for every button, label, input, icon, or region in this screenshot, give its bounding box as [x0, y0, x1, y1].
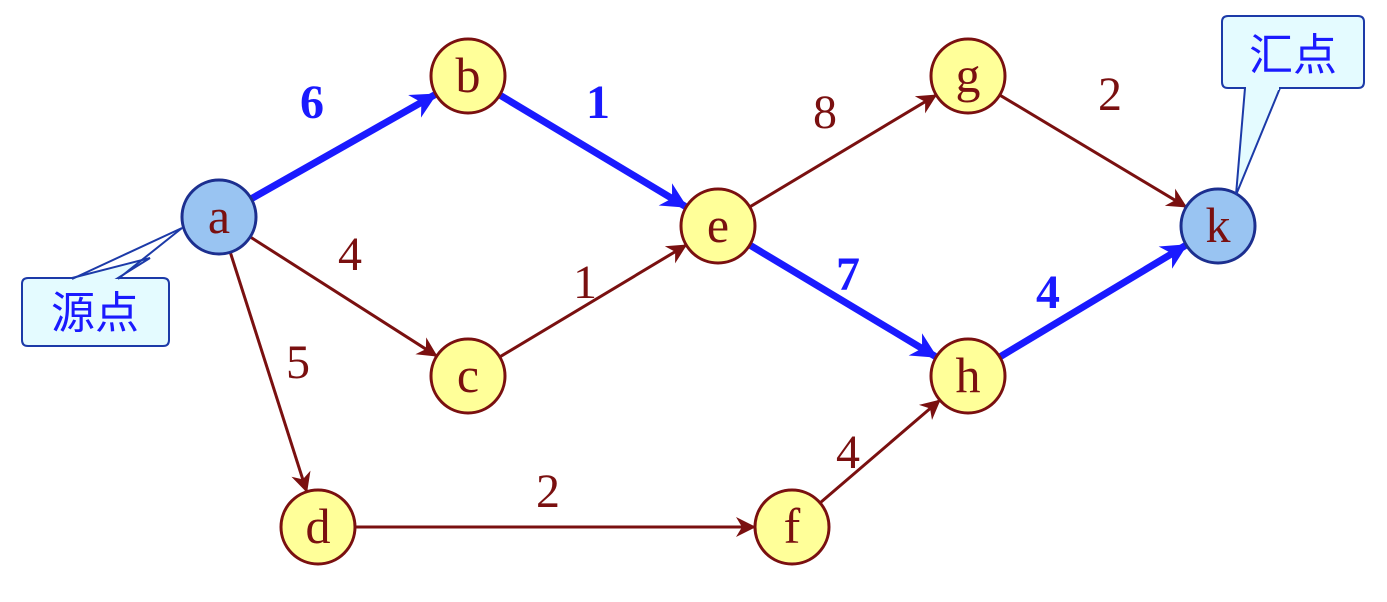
- node-circle-a: [180, 178, 258, 256]
- edge-a-b: 6: [249, 76, 438, 202]
- node-d: d: [279, 488, 357, 566]
- node-c: c: [429, 337, 507, 415]
- edge-line-g-k: [998, 93, 1188, 208]
- node-circle-c: [429, 337, 507, 415]
- edge-line-f-h: [819, 399, 941, 505]
- node-circle-k: [1179, 187, 1257, 265]
- edge-weight-g-k: 2: [1098, 68, 1122, 121]
- node-label-a: a: [208, 188, 230, 244]
- edge-line-h-k: [997, 242, 1188, 360]
- source-callout-box: [21, 257, 170, 347]
- edge-weight-a-d: 5: [286, 336, 310, 389]
- edge-weight-e-h: 7: [836, 248, 860, 301]
- edge-weight-f-h: 4: [836, 426, 860, 479]
- node-k: k: [1179, 187, 1257, 265]
- node-circle-e: [679, 187, 757, 265]
- edge-weight-b-e: 1: [586, 76, 610, 129]
- edge-d-f: 2: [355, 465, 756, 537]
- edge-e-h: 7: [747, 242, 938, 360]
- edge-line-e-g: [748, 94, 938, 209]
- edge-b-e: 1: [497, 76, 688, 210]
- node-a: a: [180, 178, 258, 256]
- node-circle-b: [429, 37, 507, 115]
- node-label-b: b: [456, 47, 481, 103]
- sink-callout-label: 汇点: [1249, 30, 1337, 81]
- edge-c-e: 1: [498, 244, 688, 359]
- node-e: e: [679, 187, 757, 265]
- edge-g-k: 2: [998, 68, 1188, 208]
- edge-line-b-e: [497, 92, 688, 210]
- node-label-d: d: [306, 498, 331, 554]
- edge-line-e-h: [747, 242, 938, 360]
- edge-line-a-c: [249, 235, 438, 357]
- edge-f-h: 4: [819, 399, 941, 505]
- edge-weight-a-c: 4: [338, 228, 362, 281]
- edge-weight-e-g: 8: [813, 86, 837, 139]
- node-f: f: [753, 488, 831, 566]
- edge-weight-d-f: 2: [536, 465, 560, 518]
- node-g: g: [929, 37, 1007, 115]
- node-circle-g: [929, 37, 1007, 115]
- edge-a-c: 4: [249, 228, 438, 357]
- sink-callout-box: [1221, 15, 1365, 89]
- node-circle-h: [929, 337, 1007, 415]
- node-h: h: [929, 337, 1007, 415]
- nodes-layer: a b c d e f g h k: [180, 37, 1257, 566]
- callouts-layer: 源点 汇点: [21, 15, 1365, 347]
- edges-layer: 6 4 5 1 1 2 8 7 4 2 4: [228, 68, 1188, 537]
- edge-weight-c-e: 1: [573, 256, 597, 309]
- node-label-h: h: [956, 347, 981, 403]
- edge-e-g: 8: [748, 86, 938, 209]
- node-circle-f: [753, 488, 831, 566]
- sink-callout: 汇点: [1221, 15, 1365, 196]
- source-callout: 源点: [21, 227, 183, 347]
- edge-weight-a-b: 6: [300, 76, 324, 129]
- edge-h-k: 4: [997, 242, 1188, 360]
- node-label-f: f: [784, 498, 801, 554]
- node-b: b: [429, 37, 507, 115]
- edge-weight-h-k: 4: [1036, 266, 1060, 319]
- node-circle-d: [279, 488, 357, 566]
- edge-line-a-b: [249, 91, 438, 202]
- edge-line-a-d: [228, 251, 311, 493]
- source-callout-label: 源点: [51, 288, 139, 339]
- node-label-e: e: [707, 197, 729, 253]
- node-label-g: g: [956, 47, 981, 103]
- node-label-c: c: [457, 347, 479, 403]
- edge-a-d: 5: [228, 251, 311, 493]
- edge-line-c-e: [498, 244, 688, 359]
- node-label-k: k: [1206, 197, 1231, 253]
